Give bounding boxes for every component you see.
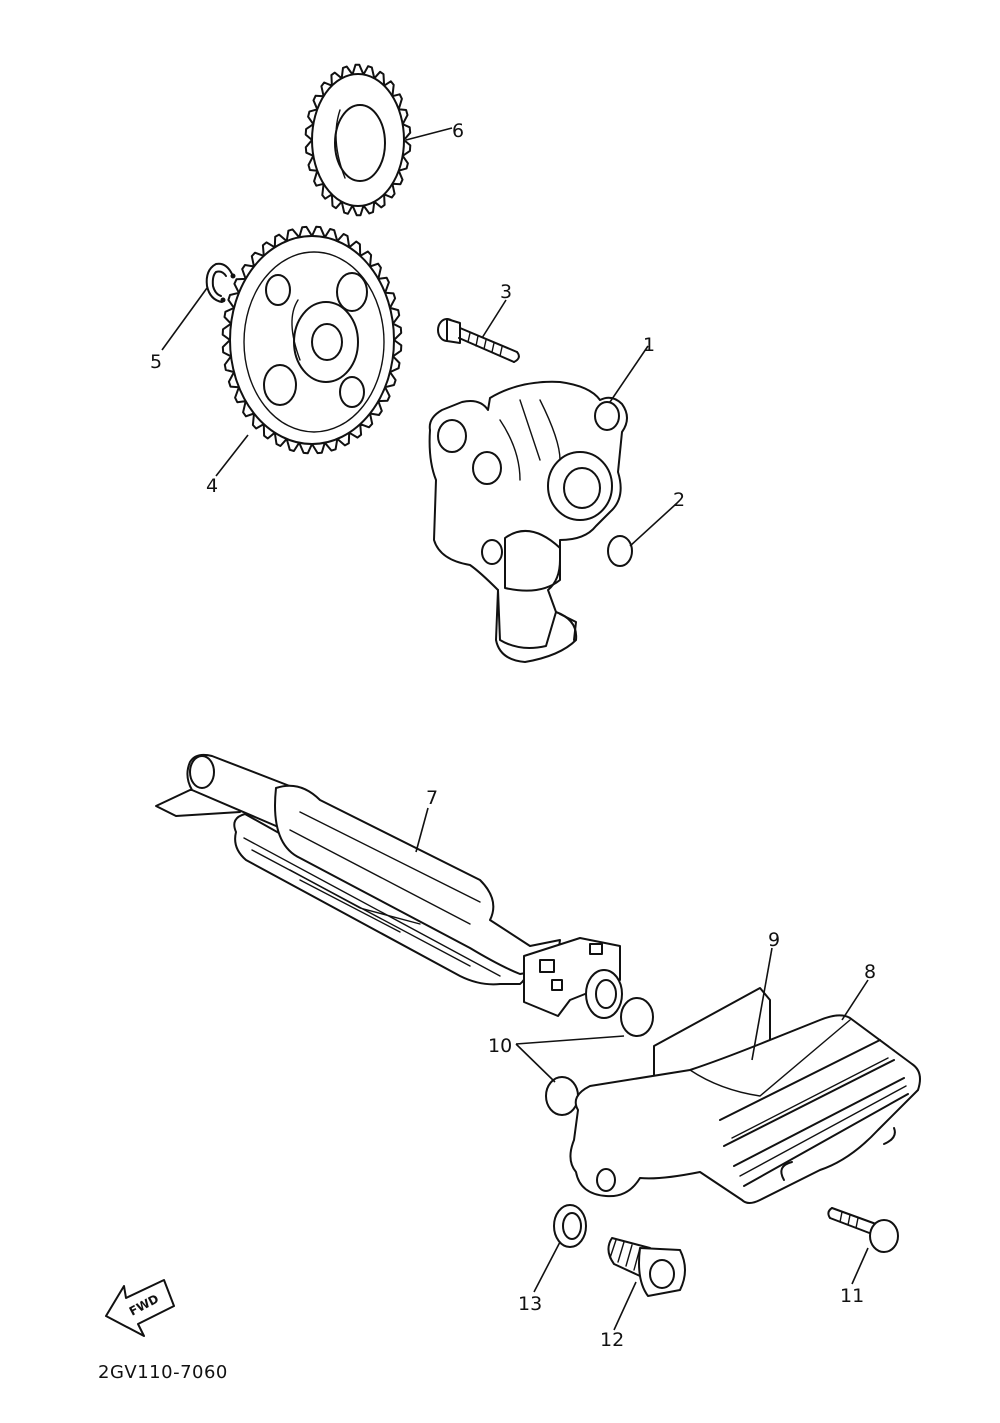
forward-arrow-icon: FWD (105, 1279, 175, 1337)
leader-lines (161, 127, 869, 1331)
callout-part-3: 3 (500, 281, 512, 303)
o-ring-part-10a (620, 997, 654, 1037)
washer-part-13 (553, 1204, 587, 1248)
cover-part (569, 1014, 921, 1204)
catalog-code: 2GV110-7060 (98, 1362, 228, 1383)
callout-part-2: 2 (673, 489, 685, 511)
o-ring-part-2 (607, 535, 633, 567)
callout-part-12: 12 (600, 1329, 624, 1351)
callout-part-11: 11 (840, 1285, 864, 1307)
callout-part-8: 8 (864, 961, 876, 983)
callout-part-1: 1 (643, 334, 655, 356)
callout-part-7: 7 (426, 787, 438, 809)
drain-bolt-part-12 (607, 1237, 686, 1297)
oil-pump-body-part (428, 380, 628, 663)
callout-part-13: 13 (518, 1293, 542, 1315)
callout-part-6: 6 (452, 120, 464, 142)
bolt-part-3 (437, 318, 520, 363)
part-callouts: 1 2 3 4 5 6 7 8 9 10 11 12 13 (150, 120, 876, 1351)
large-gear-part (221, 225, 403, 455)
small-gear-part (304, 63, 412, 217)
callout-part-5: 5 (150, 351, 162, 373)
o-ring-part-10b (545, 1076, 579, 1116)
oil-strainer-part (155, 753, 623, 1019)
circlip-part (205, 262, 236, 303)
callout-part-4: 4 (206, 475, 218, 497)
screw-part-11 (827, 1207, 899, 1253)
callout-part-9: 9 (768, 929, 780, 951)
callout-part-10: 10 (488, 1035, 512, 1057)
